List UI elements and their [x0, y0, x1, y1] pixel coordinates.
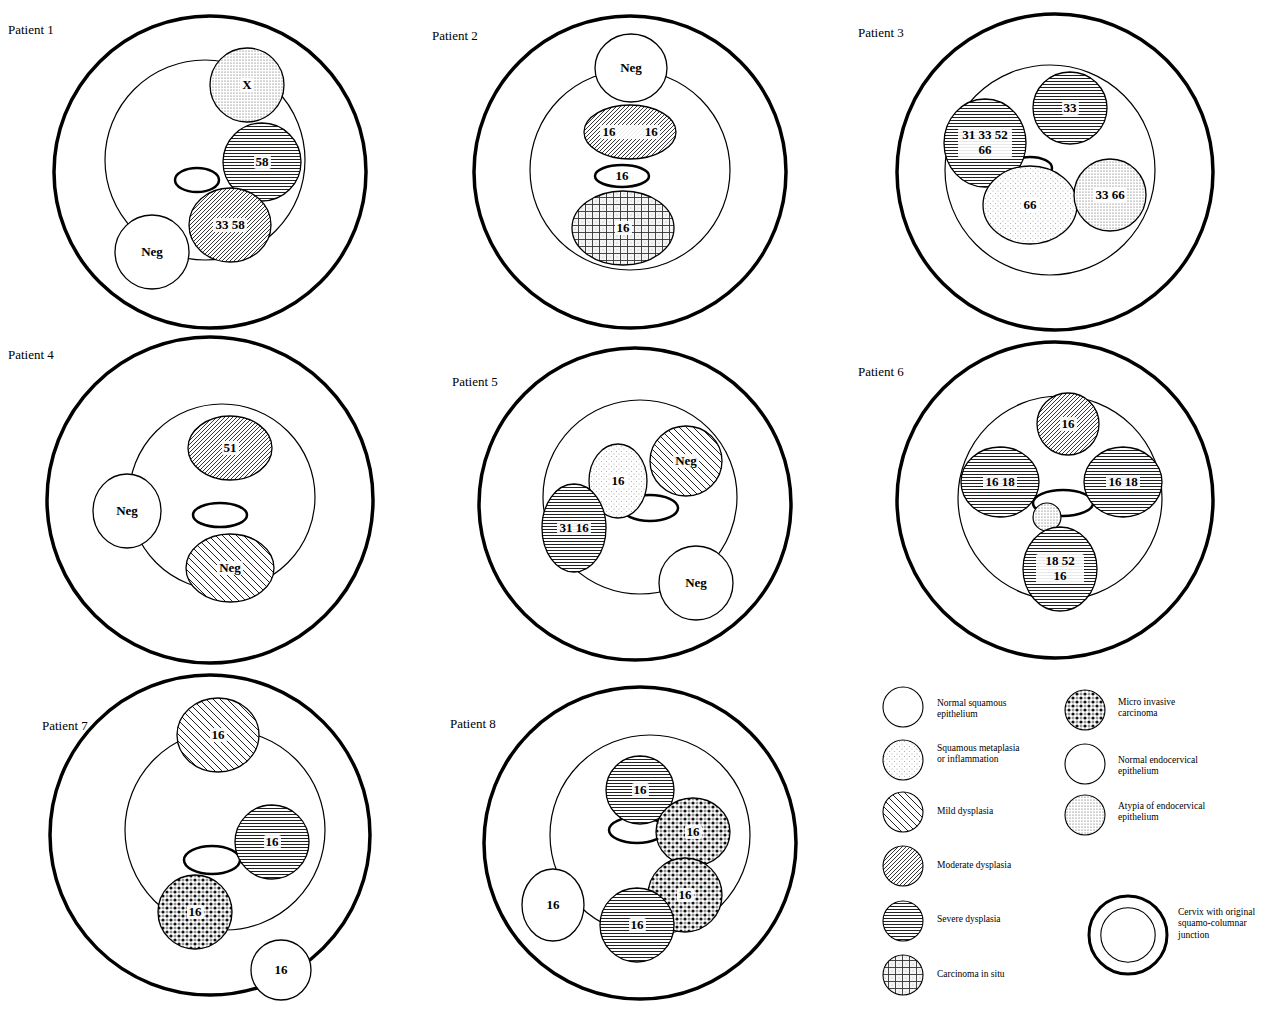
os-ellipse: 16	[594, 164, 650, 188]
lesion-circle: 16	[157, 874, 233, 950]
legend-swatch	[881, 738, 925, 782]
hpv-type-label: 16	[629, 918, 646, 933]
hpv-type-label: Neg	[139, 245, 165, 260]
lesion-circle: X	[209, 47, 285, 123]
hpv-type-label: 16 18	[983, 475, 1016, 490]
hpv-type-label: 16	[685, 825, 702, 840]
lesion-circle: 16	[655, 797, 731, 867]
legend-text: Squamous metaplasia or inflammation	[937, 743, 1029, 766]
legend-swatch	[1063, 688, 1107, 732]
cervix-circle: Patient 716161616	[48, 673, 372, 997]
patient-heading: Patient 6	[858, 364, 904, 380]
legend-swatch	[1063, 793, 1107, 837]
hpv-type-label: 16	[264, 835, 281, 850]
lesion-circle: 16	[599, 887, 675, 963]
hpv-type-label: 16	[545, 898, 562, 913]
cervix-circle: Patient 1X5833 58Neg	[52, 14, 368, 330]
hpv-type-label: 16	[614, 169, 631, 184]
lesion-circle: Neg	[594, 33, 668, 103]
patient-heading: Patient 2	[432, 28, 478, 44]
legend-text: Mild dysplasia	[937, 806, 1037, 817]
hpv-type-label: Neg	[673, 454, 699, 469]
hpv-type-label: Neg	[683, 576, 709, 591]
lesion-circle: 16 18	[960, 446, 1040, 518]
legend-swatch	[1063, 742, 1107, 786]
lesion-circle: 33 66	[1073, 158, 1147, 232]
lesion-circle: 16 18	[1083, 446, 1163, 518]
patient-heading: Patient 1	[8, 22, 54, 38]
patient-heading: Patient 3	[858, 25, 904, 41]
lesion-circle: 33 58	[188, 187, 272, 263]
lesion-circle: 18 52 16	[1022, 526, 1098, 612]
legend-text: Cervix with original squamo-columnar jun…	[1178, 907, 1266, 941]
legend-swatch	[881, 790, 925, 834]
hpv-type-label: 66	[1022, 198, 1039, 213]
lesion-circle: 16	[1036, 392, 1100, 456]
patient-heading: Patient 4	[8, 347, 54, 363]
legend-swatch	[1086, 893, 1170, 977]
patient-heading: Patient 7	[42, 718, 88, 734]
hpv-type-label: 33 58	[213, 218, 246, 233]
lesion-circle: Neg	[185, 533, 275, 603]
legend-text: Normal squamous epithelium	[937, 698, 1029, 721]
hpv-type-label: 33	[1062, 101, 1079, 116]
cervix-circle: Patient 61616 1816 1818 52 16	[895, 340, 1215, 660]
hpv-type-label: Neg	[618, 61, 644, 76]
lesion-circle: Neg	[114, 214, 190, 290]
lesion-circle: Neg	[658, 545, 734, 621]
hpv-type-label: 16 18	[1106, 475, 1139, 490]
patient-heading: Patient 5	[452, 374, 498, 390]
hpv-type-label: 31 16	[557, 521, 590, 536]
hpv-type-label: 51	[222, 441, 239, 456]
lesion-circle: 33	[1032, 71, 1108, 145]
lesion-circle: 66	[982, 165, 1078, 245]
lesion-circle: 16	[234, 804, 310, 880]
legend-text: Carcinoma in situ	[937, 969, 1037, 980]
hpv-type-label: 16	[273, 963, 290, 978]
hpv-type-label: 16	[1060, 417, 1077, 432]
legend-text: Normal endocervical epithelium	[1118, 755, 1218, 778]
hpv-type-label: 58	[254, 155, 271, 170]
cervix-circle: Patient 2Neg16 161616	[472, 14, 788, 330]
lesion-circle: Neg	[92, 473, 162, 549]
cervix-circle: Patient 5Neg1631 16Neg	[477, 346, 793, 662]
legend-swatch	[881, 899, 925, 943]
legend-text: Moderate dysplasia	[937, 860, 1037, 871]
hpv-type-label: Neg	[217, 561, 243, 576]
lesion-circle: 16	[571, 190, 675, 266]
hpv-type-label: 18 52 16	[1036, 554, 1084, 584]
hpv-type-label: 16	[187, 905, 204, 920]
legend-swatch	[881, 685, 925, 729]
lesion-circle: 16	[521, 868, 585, 942]
cervix-circle: Patient 331 33 52 66336633 66	[895, 12, 1215, 332]
hpv-type-label: 16	[677, 888, 694, 903]
legend-text: Atypia of endocervical epithelium	[1118, 801, 1218, 824]
patient-heading: Patient 8	[450, 716, 496, 732]
lesion-circle: 31 16	[541, 483, 607, 573]
hpv-type-label: 16	[615, 221, 632, 236]
cervix-circle: Patient 451NegNeg	[45, 335, 375, 665]
hpv-type-label: 16 16	[600, 125, 659, 140]
hpv-type-label: 16	[210, 728, 227, 743]
hpv-type-label: X	[240, 78, 253, 93]
legend-text: Severe dysplasia	[937, 914, 1037, 925]
legend-swatch	[881, 844, 925, 888]
lesion-circle: 51	[187, 415, 273, 481]
legend-swatch	[881, 953, 925, 997]
hpv-type-label: 33 66	[1093, 188, 1126, 203]
hpv-type-label: 31 33 52 66	[958, 128, 1012, 158]
lesion-circle: 16	[176, 697, 260, 773]
lesion-circle: Neg	[649, 425, 723, 497]
hpv-type-label: 16	[632, 783, 649, 798]
cervix-outline	[52, 14, 368, 330]
hpv-type-label: 16	[610, 474, 627, 489]
cervix-outline	[895, 340, 1215, 660]
cervix-circle: Patient 81616161616	[482, 685, 798, 1001]
legend-text: Micro invasive carcinoma	[1118, 697, 1208, 720]
hpv-type-label: Neg	[114, 504, 140, 519]
lesion-circle: 16 16	[583, 104, 677, 160]
lesion-circle: 16	[250, 939, 312, 1001]
